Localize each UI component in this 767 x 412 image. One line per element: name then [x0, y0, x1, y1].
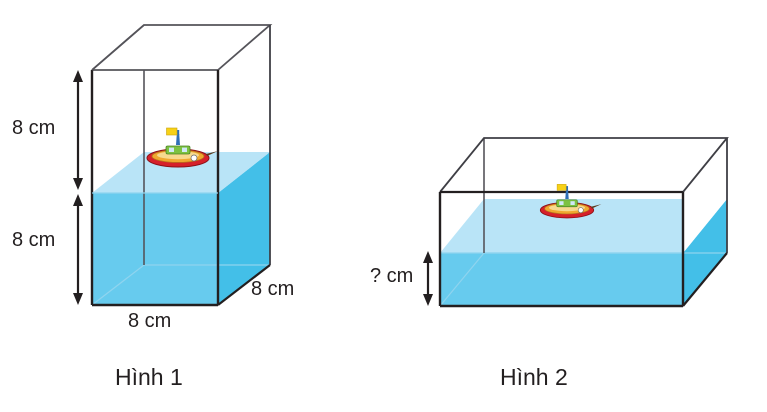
figure1-caption: Hình 1 — [115, 364, 183, 390]
figure2-caption: Hình 2 — [500, 364, 568, 390]
figure1-height-above-water-label: 8 cm — [12, 117, 56, 139]
figure1-width-label: 8 cm — [128, 310, 172, 332]
figure1-depth-label: 8 cm — [251, 278, 295, 300]
figure2-water-depth-label: ? cm — [370, 265, 414, 287]
toy-boat-figure-1 — [146, 127, 219, 168]
figure1-water-height-label: 8 cm — [12, 229, 56, 251]
